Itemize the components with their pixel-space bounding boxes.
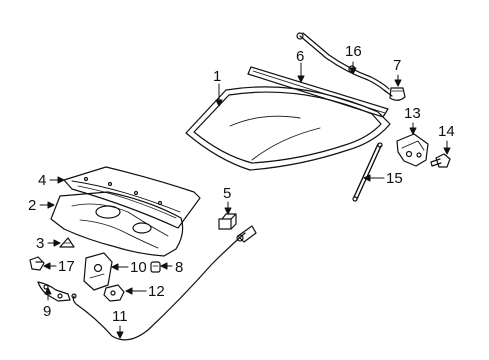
latch-icon — [83, 252, 113, 291]
callout-6: 6 — [296, 48, 305, 65]
clip-icon — [150, 261, 161, 273]
fastener-icon — [29, 256, 45, 271]
retainer-icon — [59, 237, 75, 248]
callout-14: 14 — [438, 123, 455, 140]
callout-17: 17 — [58, 258, 75, 275]
release-handle-icon — [37, 281, 71, 302]
callout-12: 12 — [148, 283, 165, 300]
hood-panel-icon — [185, 86, 391, 171]
hinge-icon — [396, 133, 429, 167]
callout-2: 2 — [28, 197, 37, 214]
hood-insulator-icon — [50, 191, 184, 257]
callout-16: 16 — [345, 43, 362, 60]
callout-15: 15 — [386, 170, 403, 187]
release-cable-icon — [71, 225, 257, 341]
callout-13: 13 — [404, 105, 421, 122]
callout-3: 3 — [36, 235, 45, 252]
bumper-icon — [218, 213, 237, 230]
callout-10: 10 — [130, 259, 147, 276]
bracket-icon — [103, 284, 125, 302]
callout-5: 5 — [223, 185, 232, 202]
lift-strut-icon — [352, 142, 383, 202]
callout-9: 9 — [43, 303, 52, 320]
cap-icon — [389, 87, 406, 101]
callout-1: 1 — [213, 68, 222, 85]
callout-8: 8 — [175, 259, 184, 276]
callout-11: 11 — [112, 308, 128, 325]
bolt-icon — [430, 153, 451, 168]
seal-strip-icon — [63, 166, 201, 229]
callout-4: 4 — [38, 172, 47, 189]
callout-7: 7 — [393, 57, 402, 74]
leader-lines — [39, 61, 451, 339]
washer-hose-icon — [296, 32, 393, 97]
weatherstrip-icon — [247, 66, 389, 118]
